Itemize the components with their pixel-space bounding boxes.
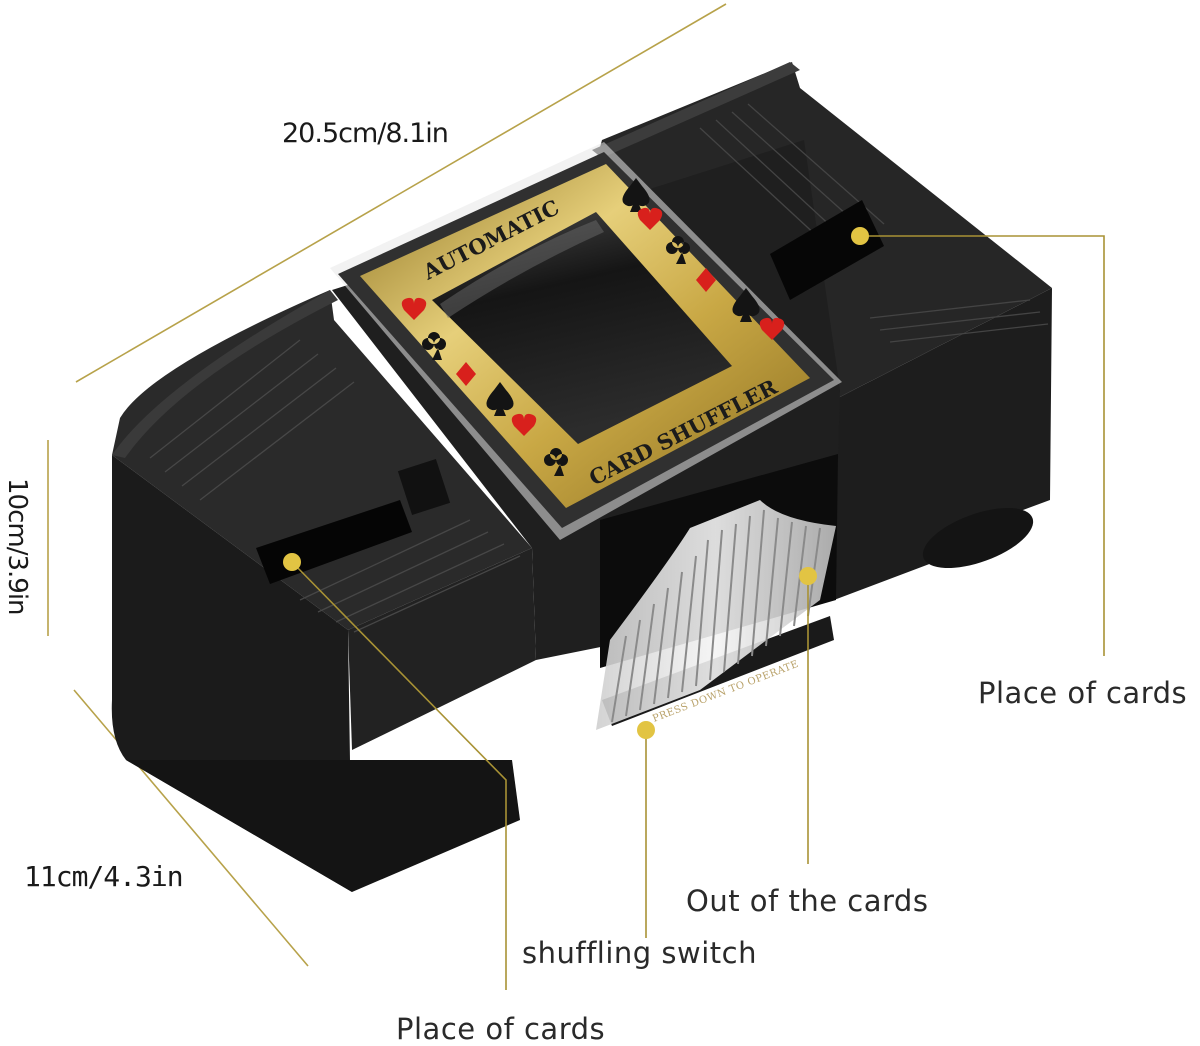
club-icon	[544, 448, 568, 476]
callout-place-of-cards-bottom: Place of cards	[396, 1012, 606, 1046]
height-label: 10cm/3.9in	[2, 478, 32, 615]
marker-switch	[637, 721, 655, 739]
heart-icon	[637, 207, 663, 230]
callout-markers	[283, 227, 869, 739]
heart-icon	[511, 413, 537, 436]
suit-symbols	[401, 178, 785, 476]
length-dimension-line	[75, 3, 727, 383]
length-label: 20.5cm/8.1in	[282, 118, 449, 149]
callout-shuffling-switch: shuffling switch	[522, 936, 757, 970]
leader-place-right	[860, 235, 1105, 656]
marker-out	[799, 567, 817, 585]
width-dimension-line	[73, 689, 309, 967]
dimension-lines	[47, 3, 727, 967]
heart-icon	[759, 317, 785, 340]
callout-leaders	[291, 235, 1105, 990]
club-icon	[666, 236, 690, 264]
callout-place-of-cards-right: Place of cards	[978, 676, 1188, 710]
spade-icon	[486, 382, 514, 416]
marker-place-bottom	[283, 553, 301, 571]
callout-out-of-cards: Out of the cards	[686, 884, 929, 918]
spade-icon	[732, 288, 760, 322]
club-icon	[422, 332, 446, 360]
leader-place-bottom	[291, 561, 507, 990]
marker-place-right	[851, 227, 869, 245]
diamond-icon	[696, 268, 716, 292]
heart-icon	[401, 297, 427, 320]
diamond-icon	[456, 362, 476, 386]
width-label: 11cm/4.3in	[24, 860, 184, 893]
spade-icon	[622, 178, 650, 212]
